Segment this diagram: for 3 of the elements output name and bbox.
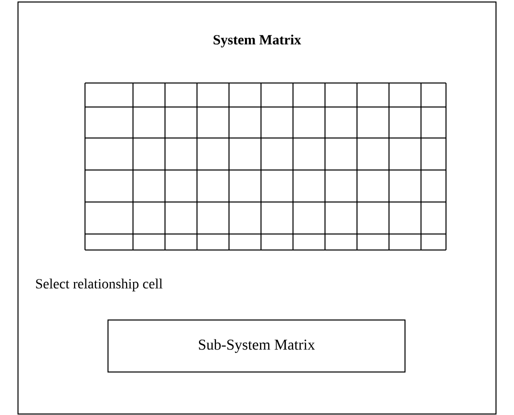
matrix-box: Sub-System Matrix [108,320,406,372]
label: Select relationship cell [36,278,162,292]
title: System Matrix [214,34,302,48]
